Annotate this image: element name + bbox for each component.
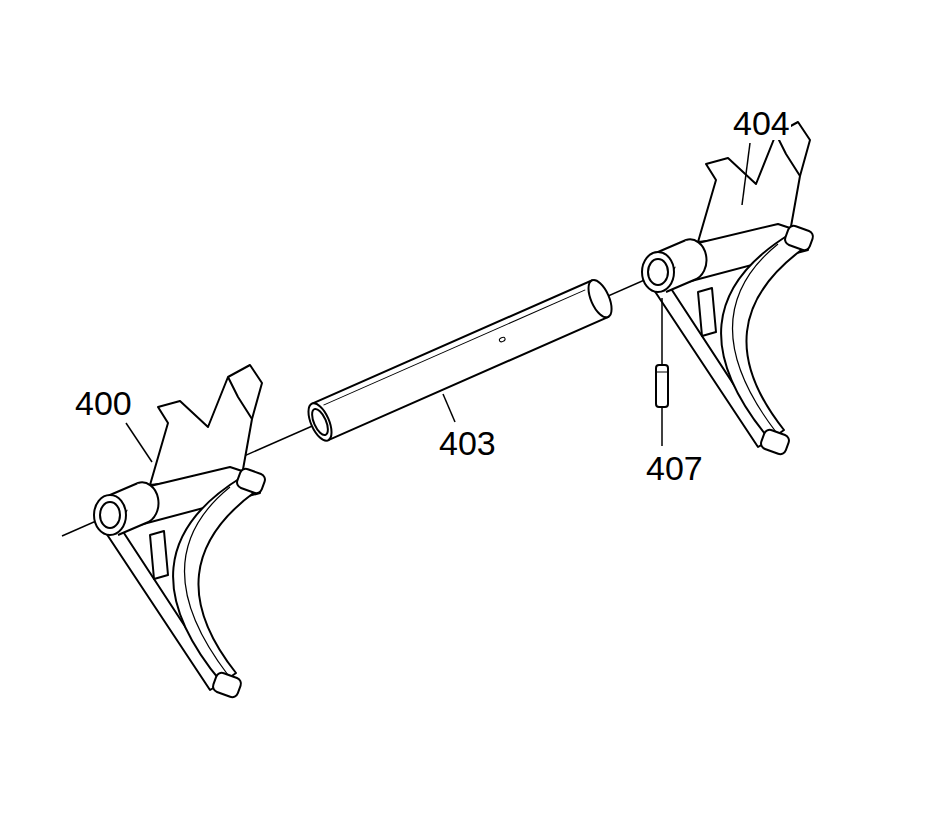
callout-number: 407: [645, 451, 704, 485]
callout-number: 400: [74, 386, 133, 420]
callout-number: 404: [732, 106, 791, 140]
callout-number: 403: [438, 426, 497, 460]
